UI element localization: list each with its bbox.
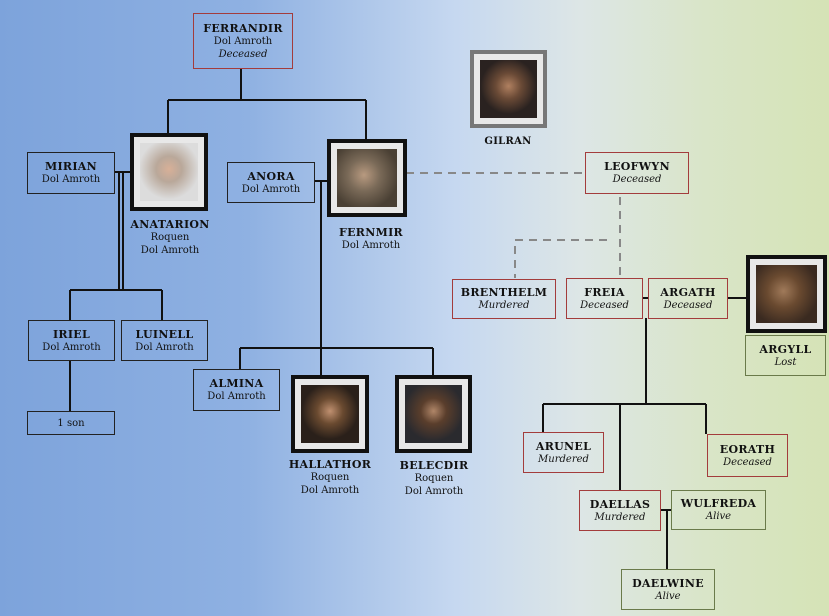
name: EORATH xyxy=(719,442,776,456)
person-ferrandir[interactable]: FERRANDIR Dol Amroth Deceased xyxy=(193,13,293,69)
place: Dol Amroth xyxy=(135,341,194,353)
title: Roquen xyxy=(150,232,190,243)
person-wulfreda[interactable]: WULFREDA Alive xyxy=(671,490,766,530)
person-argath[interactable]: ARGATH Deceased xyxy=(648,278,728,319)
place: Dol Amroth xyxy=(300,485,360,496)
place: Dol Amroth xyxy=(404,486,464,497)
portrait-belecdir[interactable] xyxy=(395,375,472,453)
place: Dol Amroth xyxy=(41,174,101,185)
name-gilran: GILRAN xyxy=(484,136,532,147)
name: FREIA xyxy=(584,285,625,299)
title: Roquen xyxy=(414,473,454,484)
place: Dol Amroth xyxy=(207,391,266,402)
person-leofwyn[interactable]: LEOFWYN Deceased xyxy=(585,152,689,194)
name: ARGATH xyxy=(660,285,716,299)
status: Lost xyxy=(774,356,797,368)
name: WULFREDA xyxy=(680,497,757,510)
label-anatarion: ANATARION Roquen Dol Amroth xyxy=(120,218,220,257)
title: Roquen xyxy=(310,472,350,483)
status: Murdered xyxy=(538,453,589,465)
person-anora[interactable]: ANORA Dol Amroth xyxy=(227,162,315,203)
label-hallathor: HALLATHOR Roquen Dol Amroth xyxy=(280,458,380,497)
place: Dol Amroth xyxy=(341,240,401,251)
person-daellas[interactable]: DAELLAS Murdered xyxy=(579,490,661,531)
portrait-gilran[interactable] xyxy=(470,50,547,128)
person-1-son[interactable]: 1 son xyxy=(27,411,115,435)
status: Murdered xyxy=(594,511,646,523)
status: Deceased xyxy=(612,174,662,185)
portrait-anatarion[interactable] xyxy=(130,133,208,211)
place: Dol Amroth xyxy=(140,245,200,256)
person-iriel[interactable]: IRIEL Dol Amroth xyxy=(28,320,115,361)
name: FERNMIR xyxy=(339,226,403,239)
status: Alive xyxy=(655,590,681,602)
place: Dol Amroth xyxy=(42,341,101,353)
name: ANORA xyxy=(247,169,295,183)
person-argyll[interactable]: ARGYLL Lost xyxy=(745,335,826,376)
label: 1 son xyxy=(57,417,85,429)
name: ARGYLL xyxy=(759,342,812,356)
name: BRENTHELM xyxy=(460,286,548,299)
name: FERRANDIR xyxy=(203,21,283,35)
portrait-fernmir[interactable] xyxy=(327,139,407,217)
status: Murdered xyxy=(478,300,530,311)
person-brenthelm[interactable]: BRENTHELM Murdered xyxy=(452,279,556,319)
place: Dol Amroth xyxy=(213,35,273,47)
person-eorath[interactable]: EORATH Deceased xyxy=(707,434,788,477)
name: IRIEL xyxy=(52,327,91,341)
name: LEOFWYN xyxy=(604,160,670,173)
person-mirian[interactable]: MIRIAN Dol Amroth xyxy=(27,152,115,194)
name: MIRIAN xyxy=(45,160,97,173)
name: HALLATHOR xyxy=(288,458,372,471)
person-arunel[interactable]: ARUNEL Murdered xyxy=(523,432,604,473)
status: Deceased xyxy=(218,48,268,60)
name: DAELLAS xyxy=(589,497,651,511)
person-daelwine[interactable]: DAELWINE Alive xyxy=(621,569,715,610)
person-almina[interactable]: ALMINA Dol Amroth xyxy=(193,369,280,411)
portrait-argyll[interactable] xyxy=(746,255,827,333)
status: Deceased xyxy=(723,456,772,468)
status: Alive xyxy=(705,511,732,522)
person-luinell[interactable]: LUINELL Dol Amroth xyxy=(121,320,208,361)
name: BELECDIR xyxy=(399,459,469,472)
label-belecdir: BELECDIR Roquen Dol Amroth xyxy=(384,459,484,498)
place: Dol Amroth xyxy=(241,183,301,195)
name: LUINELL xyxy=(135,327,194,341)
name: ARUNEL xyxy=(535,439,592,453)
status: Deceased xyxy=(663,299,713,311)
person-freia[interactable]: FREIA Deceased xyxy=(566,278,643,319)
name: ALMINA xyxy=(209,377,264,390)
portrait-hallathor[interactable] xyxy=(291,375,369,453)
status: Deceased xyxy=(580,299,629,311)
name: ANATARION xyxy=(130,218,210,231)
name: DAELWINE xyxy=(632,576,704,590)
label-fernmir: FERNMIR Dol Amroth xyxy=(321,226,421,252)
